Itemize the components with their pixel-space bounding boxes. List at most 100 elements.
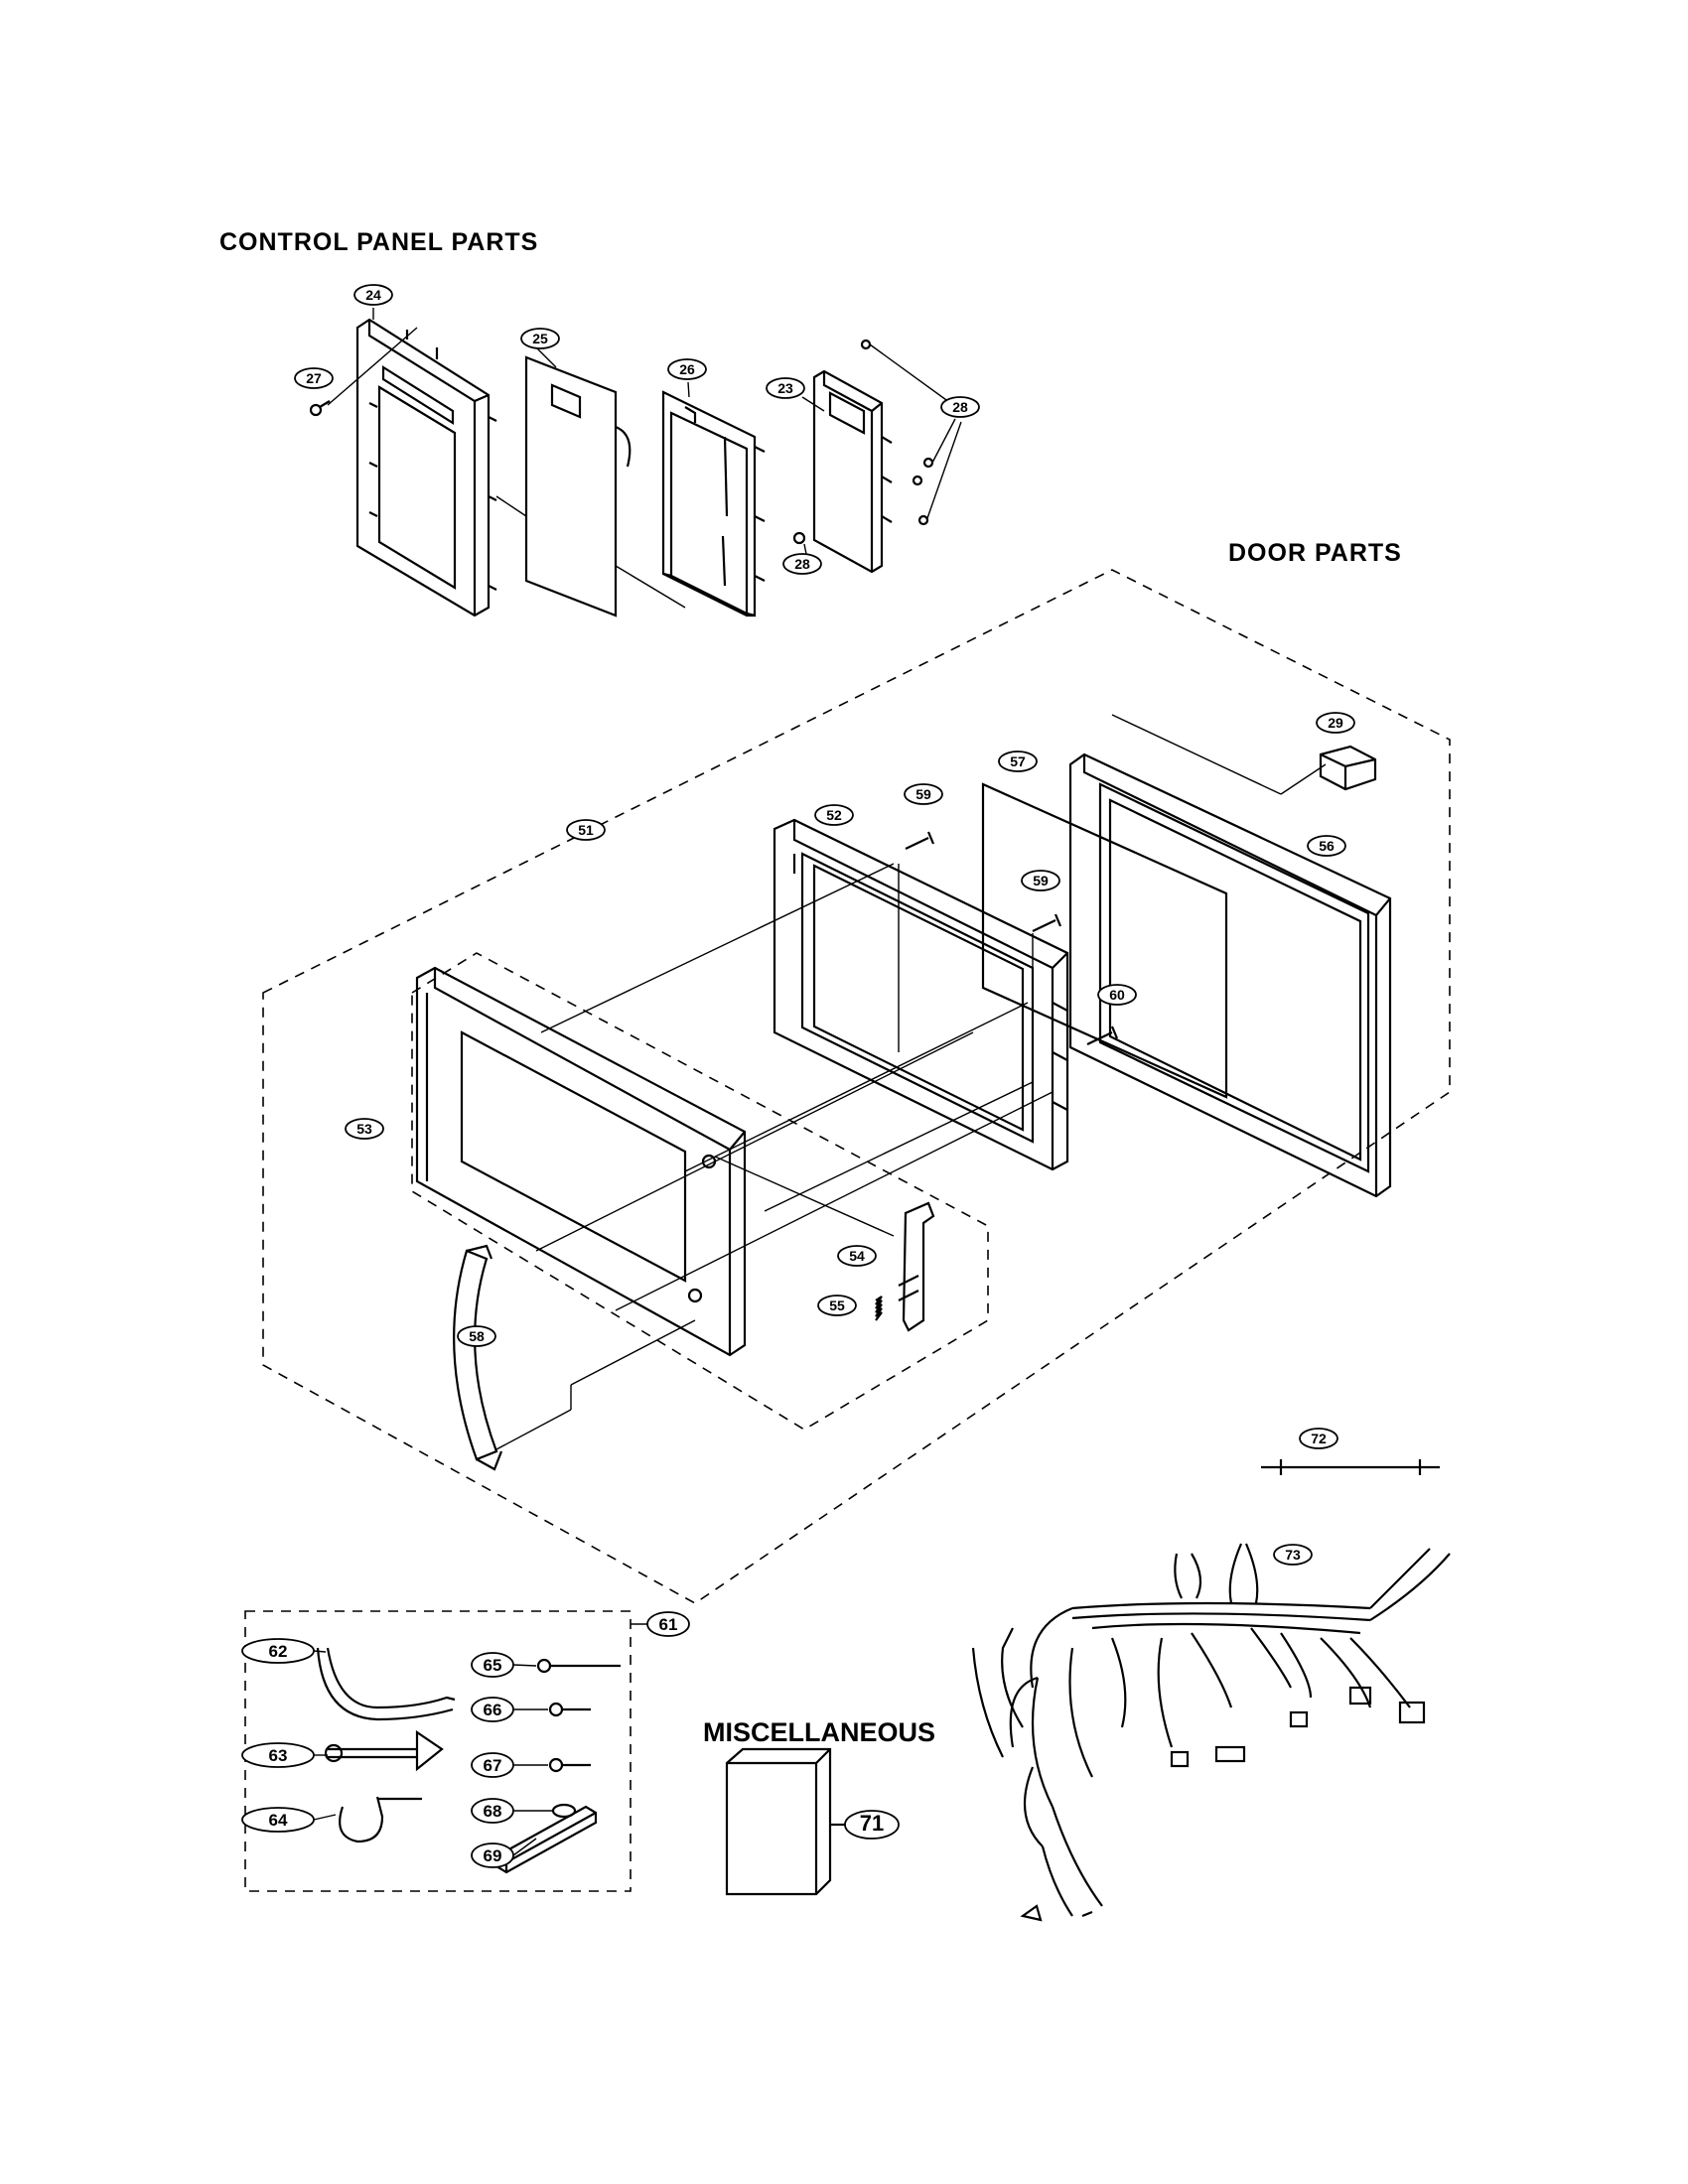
callout-bubble bbox=[998, 751, 1038, 772]
callout-number: 28 bbox=[952, 399, 968, 415]
screw-59-60-set bbox=[905, 831, 1119, 1045]
callout-59: 59 bbox=[1021, 870, 1060, 891]
callout-number: 55 bbox=[829, 1297, 845, 1313]
callout-number: 25 bbox=[532, 331, 548, 346]
callout-number: 72 bbox=[1311, 1431, 1327, 1446]
callout-72: 72 bbox=[1299, 1428, 1338, 1449]
kit-leader-lines bbox=[313, 1623, 648, 1856]
callout-bubble bbox=[471, 1697, 514, 1722]
washer-68 bbox=[551, 1803, 577, 1819]
callout-61: 61 bbox=[646, 1611, 690, 1637]
callout-number: 63 bbox=[269, 1746, 288, 1765]
callout-73: 73 bbox=[1273, 1544, 1313, 1566]
callout-number: 65 bbox=[484, 1656, 502, 1675]
callout-bubble bbox=[1097, 984, 1137, 1006]
callout-bubble bbox=[471, 1843, 514, 1868]
callout-bubble bbox=[814, 804, 854, 826]
screw-28-set bbox=[792, 339, 934, 545]
callout-51: 51 bbox=[566, 819, 606, 841]
callout-number: 71 bbox=[860, 1811, 884, 1836]
callout-number: 27 bbox=[306, 370, 322, 386]
callout-52: 52 bbox=[814, 804, 854, 826]
callout-bubble bbox=[782, 553, 822, 575]
callout-number: 24 bbox=[365, 287, 381, 303]
callout-number: 66 bbox=[484, 1701, 502, 1719]
callout-bubble bbox=[241, 1742, 315, 1768]
miscellaneous-title: MISCELLANEOUS bbox=[703, 1717, 936, 1747]
callout-number: 67 bbox=[484, 1756, 502, 1775]
callout-bubble bbox=[940, 396, 980, 418]
door-front-panel-53 bbox=[415, 966, 747, 1357]
control-panel-frame-24 bbox=[355, 318, 497, 617]
callout-number: 29 bbox=[1328, 715, 1343, 731]
screw-27 bbox=[309, 400, 331, 417]
callout-number: 23 bbox=[777, 380, 793, 396]
callout-60: 60 bbox=[1097, 984, 1137, 1006]
callout-bubble bbox=[471, 1652, 514, 1678]
wire-harness-73 bbox=[971, 1543, 1451, 1922]
callout-64: 64 bbox=[241, 1807, 315, 1833]
control-panel-parts-title: CONTROL PANEL PARTS bbox=[219, 228, 539, 256]
callout-29: 29 bbox=[1316, 712, 1355, 734]
control-pcb-23 bbox=[812, 369, 893, 574]
callout-bubble bbox=[520, 328, 560, 349]
pcb-bracket-26 bbox=[661, 390, 766, 617]
callout-26: 26 bbox=[667, 358, 707, 380]
callout-bubble bbox=[1273, 1544, 1313, 1566]
callout-number: 61 bbox=[659, 1615, 678, 1634]
callout-63: 63 bbox=[241, 1742, 315, 1768]
callout-bubble bbox=[345, 1118, 384, 1140]
callout-bubble bbox=[353, 284, 393, 306]
callout-68: 68 bbox=[471, 1798, 514, 1824]
ceiling-hook-64 bbox=[339, 1796, 422, 1843]
callout-54: 54 bbox=[837, 1245, 877, 1267]
callout-bubble bbox=[1316, 712, 1355, 734]
callout-27: 27 bbox=[294, 367, 334, 389]
callout-bubble bbox=[844, 1810, 900, 1840]
callout-bubble bbox=[667, 358, 707, 380]
callout-69: 69 bbox=[471, 1843, 514, 1868]
mounting-strap-62 bbox=[316, 1647, 456, 1721]
callout-59: 59 bbox=[904, 783, 943, 805]
spring-55 bbox=[875, 1296, 883, 1321]
callout-67: 67 bbox=[471, 1752, 514, 1778]
callout-bubble bbox=[457, 1325, 496, 1347]
callout-number: 52 bbox=[826, 807, 842, 823]
owners-manual-71 bbox=[725, 1747, 846, 1896]
control-sheet-25 bbox=[524, 355, 632, 617]
callout-number: 60 bbox=[1109, 987, 1125, 1003]
callout-number: 56 bbox=[1319, 838, 1335, 854]
callout-number: 59 bbox=[1033, 873, 1049, 888]
callout-number: 53 bbox=[356, 1121, 372, 1137]
callout-number: 57 bbox=[1010, 753, 1026, 769]
callout-55: 55 bbox=[817, 1295, 857, 1316]
latch-lever-54 bbox=[898, 1201, 935, 1332]
callout-number: 54 bbox=[849, 1248, 865, 1264]
callout-number: 73 bbox=[1285, 1547, 1301, 1563]
callout-bubble bbox=[837, 1245, 877, 1267]
callout-bubble bbox=[566, 819, 606, 841]
toggle-bolt-63 bbox=[324, 1729, 444, 1772]
callout-number: 64 bbox=[269, 1811, 288, 1830]
door-assembly-lines bbox=[495, 714, 1327, 1450]
callout-57: 57 bbox=[998, 751, 1038, 772]
callout-bubble bbox=[1307, 835, 1346, 857]
callout-65: 65 bbox=[471, 1652, 514, 1678]
hardware-kit-outline-61 bbox=[244, 1610, 632, 1892]
choke-film-57 bbox=[981, 782, 1228, 1099]
callout-71: 71 bbox=[844, 1810, 900, 1840]
callout-bubble bbox=[904, 783, 943, 805]
callout-23: 23 bbox=[766, 377, 805, 399]
callout-25: 25 bbox=[520, 328, 560, 349]
callout-bubble bbox=[1299, 1428, 1338, 1449]
long-screw-65 bbox=[536, 1658, 621, 1674]
callout-bubble bbox=[241, 1638, 315, 1664]
callout-bubble bbox=[241, 1807, 315, 1833]
callout-number: 51 bbox=[578, 822, 594, 838]
callout-layer: 2427252623282829575952515659605354555872… bbox=[241, 284, 1355, 1868]
callout-bubble bbox=[817, 1295, 857, 1316]
callout-number: 68 bbox=[484, 1802, 502, 1821]
callout-28: 28 bbox=[782, 553, 822, 575]
door-front-group-outline bbox=[411, 952, 989, 1431]
